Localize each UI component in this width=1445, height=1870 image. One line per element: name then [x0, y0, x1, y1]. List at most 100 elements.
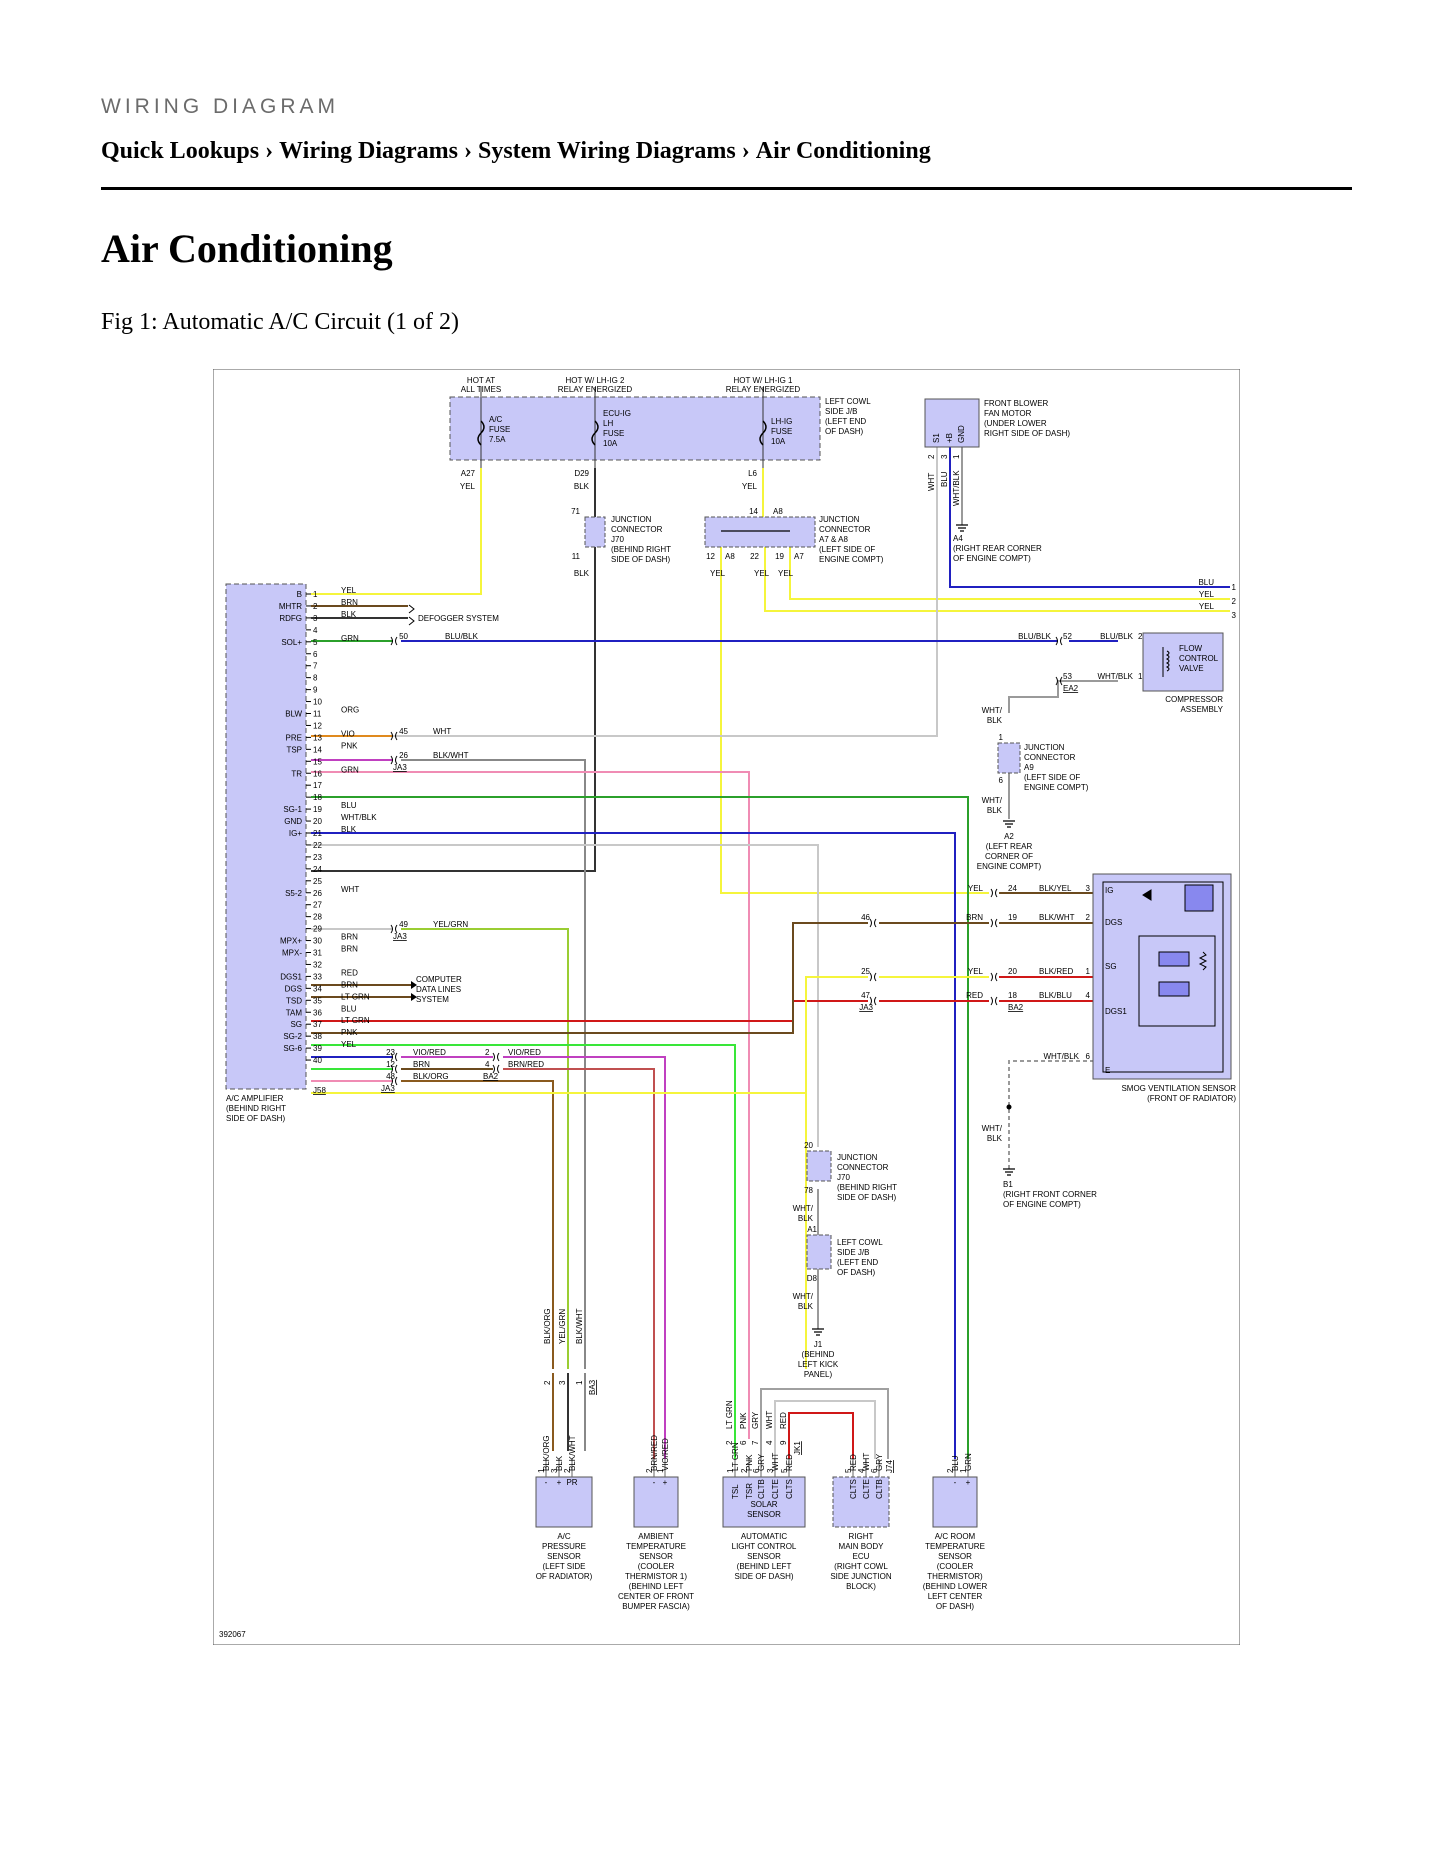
smog-lw-1: YEL — [968, 884, 984, 893]
component-signal: TSL — [731, 1484, 740, 1499]
comp-wire-3: WHT/BLK — [1097, 672, 1133, 681]
breadcrumb-system-wiring[interactable]: System Wiring Diagrams — [477, 138, 736, 164]
uvpin-1: 2 — [725, 1440, 734, 1445]
smog-rw-1: BLK/YEL — [1039, 884, 1072, 893]
component-pin: 6 — [752, 1468, 761, 1473]
fuse3-l2: FUSE — [771, 427, 792, 436]
amp-wire-color: WHT — [341, 885, 359, 894]
cowl2-l3: (LEFT END — [837, 1258, 878, 1267]
wire-blu-sg1 — [311, 832, 956, 1459]
smog-splice-46: 46 — [861, 913, 870, 922]
component-pin: 5 — [844, 1468, 853, 1473]
blower-pin-1: 1 — [952, 454, 961, 459]
b1-wire: WHT/ — [982, 1124, 1003, 1133]
component-name: A/C ROOM — [935, 1532, 976, 1541]
j70b-l1: JUNCTION — [837, 1153, 878, 1162]
breadcrumb-air-conditioning[interactable]: Air Conditioning — [755, 138, 931, 164]
amp-pin-number: 8 — [313, 674, 318, 683]
amp-pin-number: 6 — [313, 650, 318, 659]
amp-pin-number: 21 — [313, 829, 322, 838]
component-symbol: - — [545, 1478, 548, 1487]
ground-b1-l2: (RIGHT FRONT CORNER — [1003, 1190, 1097, 1199]
fuse2-l4: 10A — [603, 439, 618, 448]
component-signal: CLTS — [785, 1479, 794, 1499]
vpin-3: 1 — [575, 1380, 584, 1385]
component-name: RIGHT — [849, 1532, 874, 1541]
smog-rw-2: BLK/WHT — [1039, 913, 1075, 922]
ground-a4-l3: OF ENGINE COMPT) — [953, 554, 1031, 563]
amp-pin-number: 27 — [313, 901, 322, 910]
component-wire: RED — [785, 1454, 794, 1471]
amp-pin-number: 19 — [313, 805, 322, 814]
amp-pin-number: 37 — [313, 1020, 322, 1029]
computer-l3: SYSTEM — [416, 995, 449, 1004]
smog-spin-3: 1 — [1086, 967, 1091, 976]
breadcrumb-wiring-diagrams[interactable]: Wiring Diagrams — [279, 138, 458, 164]
splice-50: 50 — [399, 632, 408, 641]
bottom-components: 1BLK/ORG-3BLK+2BLK/WHTPRA/CPRESSURESENSO… — [535, 1435, 987, 1611]
smog-sig-2: DGS — [1105, 918, 1122, 927]
amp-pin-number: 18 — [313, 793, 322, 802]
component-wire: BLK — [555, 1455, 564, 1471]
ground-a2-l2: (LEFT REAR — [986, 842, 1033, 851]
component-name: BLOCK) — [846, 1582, 876, 1591]
component-symbol: - — [954, 1478, 957, 1487]
amp-signal-label: DGS1 — [280, 972, 302, 981]
cowl2-l1: LEFT COWL — [837, 1238, 883, 1247]
uvwire-2: PNK — [739, 1412, 748, 1429]
blower-wire-blu: BLU — [940, 471, 949, 487]
ba2-wire-2: VIO/RED — [508, 1048, 541, 1057]
wire-wht-blw — [393, 447, 938, 737]
a9-pin-top: 1 — [999, 733, 1004, 742]
splice-26: 26 — [399, 751, 408, 760]
uvpin-3: 7 — [751, 1440, 760, 1445]
breadcrumb-quick-lookups[interactable]: Quick Lookups — [101, 138, 260, 164]
component-wire: PNK — [745, 1454, 754, 1471]
component-name: MAIN BODY — [839, 1542, 885, 1551]
component-name: SENSOR — [938, 1552, 972, 1561]
computer-l1: COMPUTER — [416, 975, 462, 984]
splice-26-wire: BLK/WHT — [433, 751, 469, 760]
blower-l3: (UNDER LOWER — [984, 419, 1047, 428]
component-name: SENSOR — [547, 1552, 581, 1561]
cowl-jb-l1: LEFT COWL — [825, 397, 871, 406]
a7a8-conn-a8b: A8 — [725, 552, 735, 561]
fuse-icon — [759, 420, 767, 446]
diagram-frame — [213, 369, 1240, 1645]
component-wire: BLK/ORG — [542, 1435, 551, 1471]
component-name: ECU — [853, 1552, 870, 1561]
amp-pin-number: 12 — [313, 721, 322, 730]
amp-wire-color: LT GRN — [341, 1016, 370, 1025]
smog-sig-4: DGS1 — [1105, 1007, 1127, 1016]
fuse2-pin: D29 — [574, 469, 589, 478]
amp-pin-number: 15 — [313, 757, 322, 766]
amp-pin-number: 34 — [313, 984, 322, 993]
amp-pin-number: 5 — [313, 638, 318, 647]
comp-wire-1: BLU/BLK — [1018, 632, 1052, 641]
pressure-feed-labels: BLK/ORG YEL/GRN BLK/WHT 2 3 1 BA3 LT GRN… — [543, 1308, 802, 1455]
component-signal: CLTS — [849, 1479, 858, 1499]
component-wire: RED — [849, 1454, 858, 1471]
component-pin: 2 — [946, 1468, 955, 1473]
amp-wire-color: BLK — [341, 610, 357, 619]
valve-l1: FLOW — [1179, 644, 1203, 653]
fuse1-pin: A27 — [461, 469, 476, 478]
amp-pin-number: 24 — [313, 865, 322, 874]
arrow-icon — [411, 981, 417, 1001]
wire-ltgrn-tsd — [311, 1044, 736, 1459]
ground-j1-l2: (BEHIND — [802, 1350, 835, 1359]
amp-signal-label: DGS — [285, 984, 302, 993]
junction-j70-bottom: 20 78 JUNCTION CONNECTOR J70 (BEHIND RIG… — [793, 1141, 898, 1379]
wire-whtblk-e — [1008, 1060, 1094, 1169]
amp-wire-color: PNK — [341, 1028, 358, 1037]
amp-pin-number: 32 — [313, 960, 322, 969]
resistor-icon — [1198, 951, 1208, 971]
smog-pin-2: 19 — [1008, 913, 1017, 922]
breadcrumb-separator: › — [463, 138, 472, 164]
rt-wire-2: YEL — [1199, 590, 1215, 599]
splice-49-wire: YEL/GRN — [433, 920, 468, 929]
a7a8-l5: ENGINE COMPT) — [819, 555, 884, 564]
section-eyebrow: WIRING DIAGRAM — [101, 95, 339, 118]
blower-pin-2: 2 — [927, 454, 936, 459]
